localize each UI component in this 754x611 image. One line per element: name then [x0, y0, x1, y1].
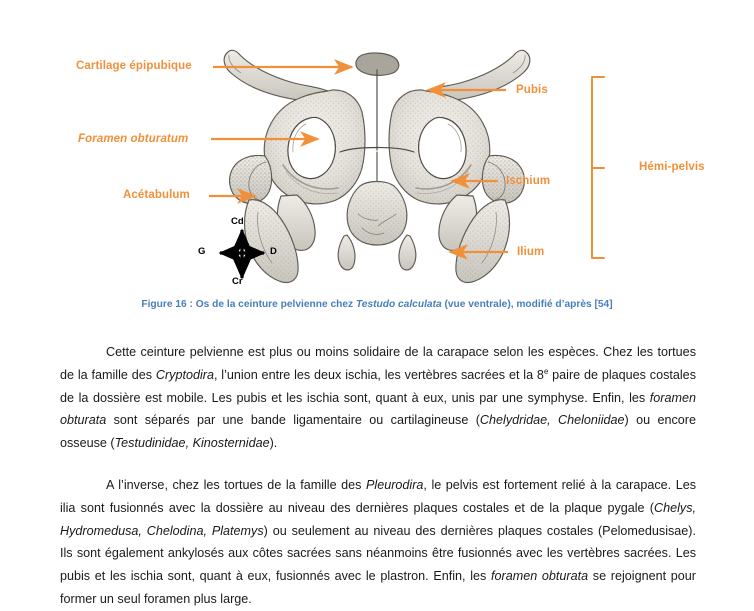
label-foramen-obturatum: Foramen obturatum	[78, 133, 189, 145]
paragraph-1: Cette ceinture pelvienne est plus ou moi…	[60, 341, 696, 455]
caption-species: Testudo calculata	[355, 299, 442, 310]
compass-label-d: D	[270, 246, 277, 257]
p2-italic-foramen-obturata: foramen obturata	[491, 569, 589, 584]
figure-16: Cartilage épipubique Foramen obturatum A…	[0, 49, 754, 312]
caption-prefix: Figure 16 : Os de la ceinture pelvienne …	[141, 299, 356, 310]
p2-italic-genera: Chelys, Hydromedusa, Chelodina, Platemys	[60, 500, 696, 538]
label-ilium: Ilium	[517, 246, 545, 258]
label-hemi-pelvis: Hémi-pelvis	[639, 161, 705, 173]
compass-label-cd: Cd	[231, 216, 244, 227]
label-ischium: Ischium	[506, 175, 551, 187]
p1-part-5: ) ou encore osseuse (	[60, 413, 696, 451]
compass-label-g: G	[198, 246, 206, 257]
p2-italic-pleurodira: Pleurodira	[366, 477, 424, 492]
p2-part-2: , le pelvis est fortement relié à la car…	[60, 477, 696, 515]
p1-superscript-e: e	[543, 366, 549, 376]
p1-part-4: sont séparés par une bande ligamentaire …	[106, 413, 480, 428]
orientation-compass: Cd Cr G D	[196, 216, 288, 288]
p1-part-6: ).	[269, 436, 278, 451]
compass-label-cr: Cr	[232, 276, 243, 287]
p1-italic-testudinidae: Testudinidae, Kinosternidae	[114, 436, 270, 451]
pelvic-girdle-illustration	[209, 49, 605, 284]
body-text: Cette ceinture pelvienne est plus ou moi…	[60, 341, 696, 611]
label-pubis: Pubis	[516, 84, 548, 96]
p1-part-3: paire de plaques costales de la dossière…	[60, 367, 696, 405]
p1-italic-cryptodira: Cryptodira	[155, 367, 214, 382]
p1-italic-chelydridae: Chelydridae, Cheloniidae	[479, 413, 625, 428]
label-acetabulum: Acétabulum	[123, 189, 190, 201]
p1-part-1: Cette ceinture pelvienne est plus ou moi…	[60, 345, 696, 382]
p1-part-2: , l’union entre les deux ischia, les ver…	[213, 367, 544, 382]
compass-cross-icon	[218, 228, 266, 280]
label-cartilage-epipubique: Cartilage épipubique	[76, 60, 192, 72]
hemi-pelvis-bracket	[591, 76, 605, 259]
figure-caption: Figure 16 : Os de la ceinture pelvienne …	[0, 298, 754, 312]
p2-part-1: A l’inverse, chez les tortues de la fami…	[106, 477, 366, 492]
paragraph-2: A l’inverse, chez les tortues de la fami…	[60, 474, 696, 611]
caption-suffix: (vue ventrale), modifié d’après [54]	[441, 299, 613, 310]
p1-italic-foramen-obturata: foramen obturata	[60, 390, 696, 428]
